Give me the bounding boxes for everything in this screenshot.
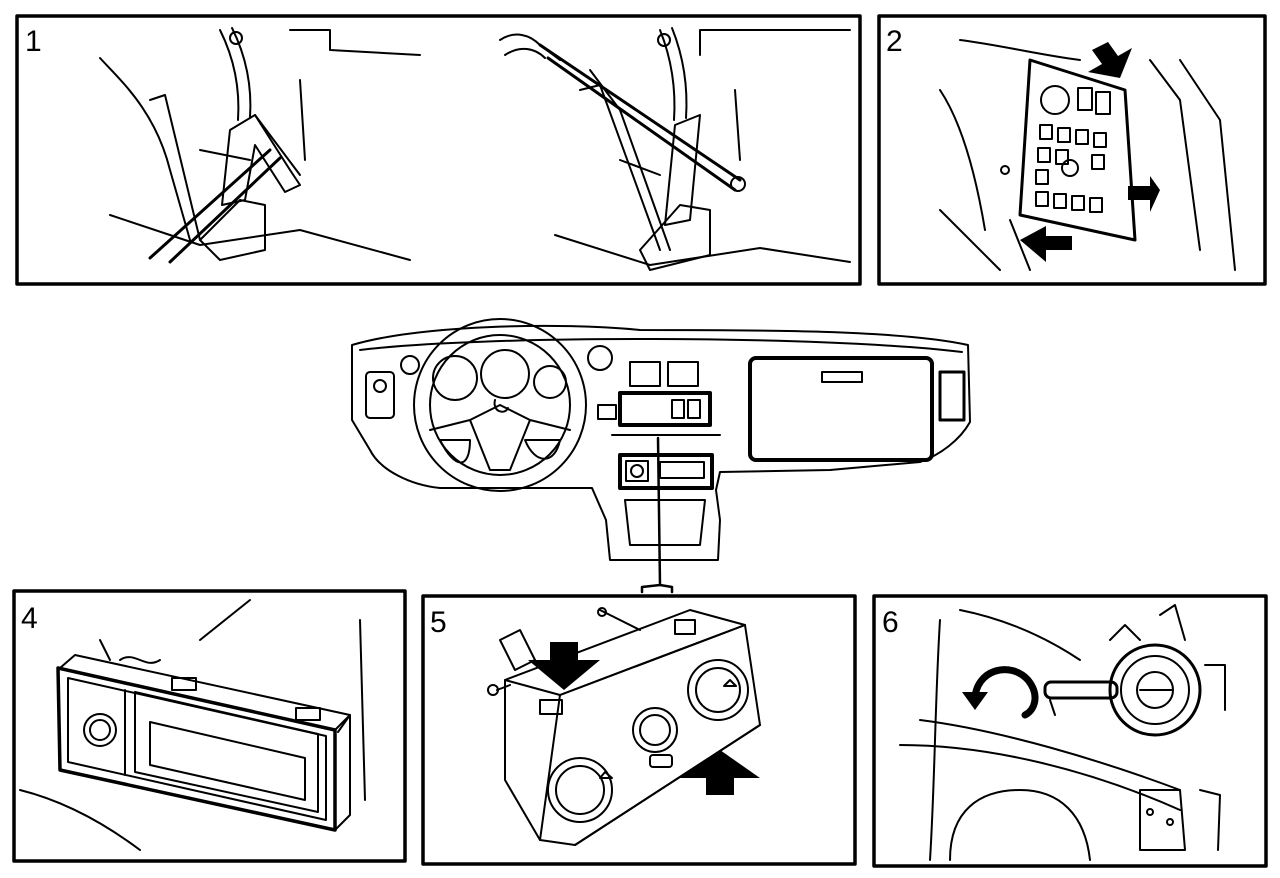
panel-5-frame bbox=[421, 594, 857, 866]
arrow-top-icon bbox=[1088, 42, 1132, 78]
right-dial-icon bbox=[687, 659, 749, 721]
arrow-up-icon bbox=[680, 750, 760, 795]
removal-arrows bbox=[1020, 42, 1160, 262]
rotate-arrow-icon bbox=[971, 666, 1039, 719]
panel-2: 2 bbox=[877, 14, 1267, 286]
left-dial-icon bbox=[547, 757, 613, 823]
panel-1-frame bbox=[15, 14, 862, 286]
handbrake-lever-left bbox=[99, 27, 421, 264]
panel-1: 1 bbox=[15, 14, 862, 286]
panel-6-number: 6 bbox=[882, 606, 899, 639]
panel-4-number: 4 bbox=[21, 602, 38, 635]
knob-icon bbox=[83, 713, 117, 747]
panel-6: 6 bbox=[872, 594, 1268, 868]
panel-2-frame bbox=[877, 14, 1267, 286]
push-arrows bbox=[528, 642, 760, 795]
panel-5: 5 bbox=[421, 594, 857, 866]
arrow-right-icon bbox=[1128, 176, 1160, 212]
bulb-holder-assembly bbox=[899, 604, 1226, 861]
panel-4: 4 bbox=[12, 589, 407, 863]
handbrake-lever-right bbox=[499, 27, 851, 271]
climate-control-unit bbox=[487, 607, 761, 846]
panel-1-number: 1 bbox=[25, 25, 42, 58]
panel-6-frame bbox=[872, 594, 1268, 868]
panel-2-number: 2 bbox=[886, 25, 903, 58]
centre-console bbox=[611, 361, 721, 546]
round-switch-icon bbox=[1040, 85, 1070, 115]
arrow-down-icon bbox=[528, 642, 600, 690]
arrow-bottom-icon bbox=[1020, 226, 1072, 262]
panel-4-frame bbox=[12, 589, 407, 863]
console-trim-frame bbox=[19, 599, 366, 851]
instrument-switch-panel bbox=[939, 39, 1236, 271]
centre-dial-icon bbox=[632, 707, 678, 753]
steering-wheel bbox=[413, 318, 587, 492]
panel-5-number: 5 bbox=[430, 606, 447, 639]
glovebox bbox=[748, 356, 934, 462]
dashboard-overview bbox=[351, 318, 971, 594]
